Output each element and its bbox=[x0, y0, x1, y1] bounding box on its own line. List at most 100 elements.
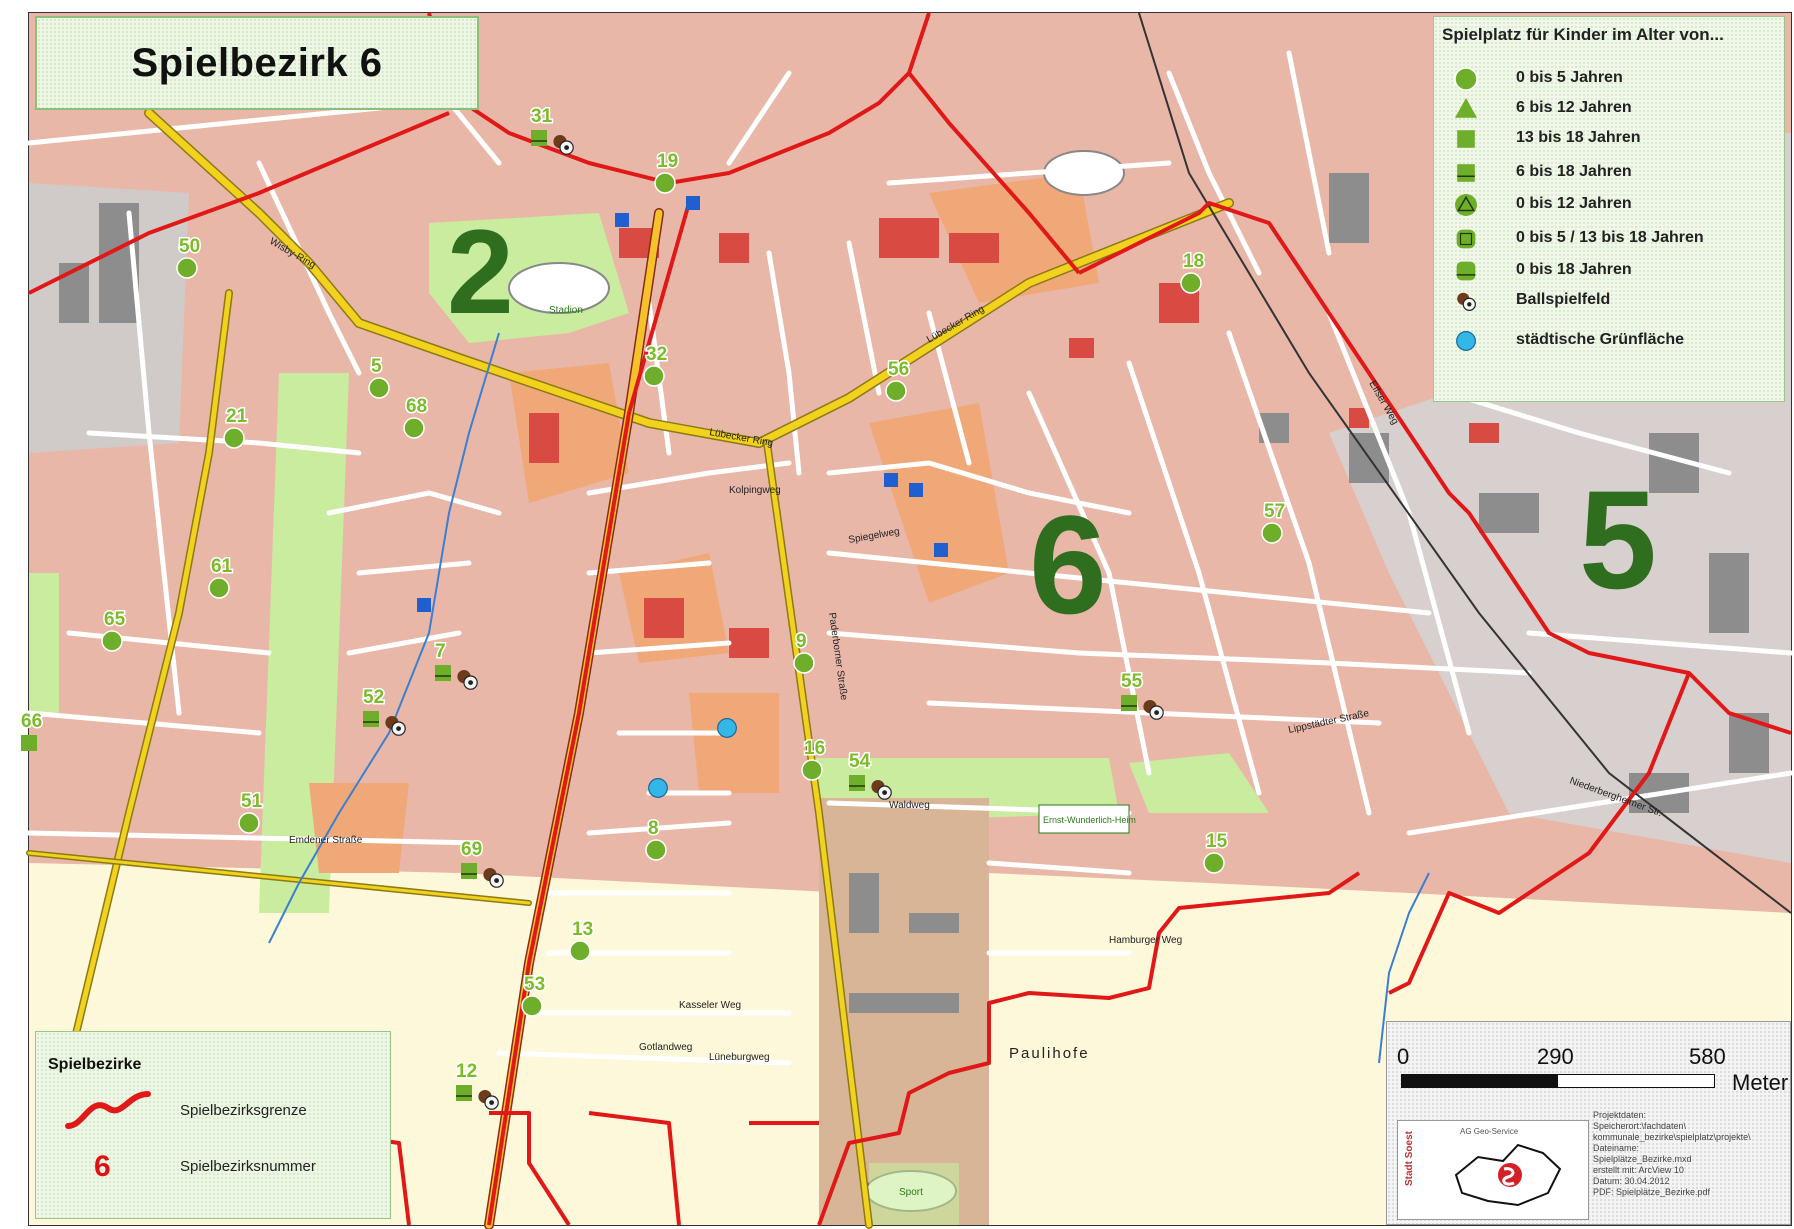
district-boundary bbox=[427, 12, 931, 185]
boundary-legend-label: Spielbezirksgrenze bbox=[180, 1102, 307, 1119]
triangle-legend-icon bbox=[1455, 98, 1477, 118]
district-number-sample: 6 bbox=[94, 1150, 111, 1183]
circle-square-legend-icon bbox=[1456, 229, 1476, 249]
public-buildings bbox=[529, 218, 1499, 658]
playground-number: 5 bbox=[371, 356, 382, 377]
legend-row: städtische Grünfläche bbox=[1434, 323, 1786, 357]
district-boundary bbox=[907, 71, 1081, 275]
playground-number: 69 bbox=[461, 839, 482, 860]
playground-marker[interactable] bbox=[1121, 695, 1164, 720]
playground-layer: 3119501832565682157616597555266165451815… bbox=[20, 105, 1287, 1110]
playground-marker[interactable] bbox=[101, 630, 123, 652]
playground-number: 55 bbox=[1121, 671, 1143, 692]
project-info-line: kommunale_bezirke\spielplatz\projekte\ bbox=[1593, 1132, 1751, 1142]
playground-legend: Spielplatz für Kinder im Alter von... 0 … bbox=[1433, 16, 1785, 402]
playground-marker[interactable] bbox=[801, 759, 823, 781]
playground-number: 19 bbox=[657, 151, 678, 172]
city-green-marker[interactable] bbox=[648, 778, 668, 798]
street-label: Gotlandweg bbox=[639, 1042, 692, 1053]
place-label-sport: Sport bbox=[899, 1187, 923, 1198]
institution-area bbox=[689, 693, 779, 793]
playground-marker[interactable] bbox=[176, 257, 198, 279]
district-boundaries bbox=[28, 12, 1792, 1227]
playground-marker[interactable] bbox=[403, 417, 425, 439]
playground-marker[interactable] bbox=[456, 1085, 499, 1110]
legend-row: 6 bis 18 Jahren bbox=[1434, 155, 1786, 189]
playground-number: 61 bbox=[211, 556, 233, 577]
playground-marker[interactable] bbox=[238, 812, 260, 834]
playground-marker[interactable] bbox=[793, 652, 815, 674]
playground-number: 18 bbox=[1183, 251, 1204, 272]
playground-marker[interactable] bbox=[368, 377, 390, 399]
playground-number: 7 bbox=[435, 641, 446, 662]
playground-marker[interactable] bbox=[223, 427, 245, 449]
map-canvas[interactable]: 2 6 5 Paulihofe Sport Stadion Ernst-Wund… bbox=[20, 12, 1794, 1229]
playground-number: 31 bbox=[531, 106, 553, 127]
legend-label: 0 bis 5 Jahren bbox=[1516, 69, 1623, 86]
playground-marker[interactable] bbox=[461, 863, 504, 888]
place-label-ernst: Ernst-Wunderlich-Heim bbox=[1043, 815, 1136, 825]
playground-marker[interactable] bbox=[645, 839, 667, 861]
boundary-line-icon bbox=[65, 1091, 151, 1129]
playground-number: 50 bbox=[179, 236, 200, 257]
playground-number: 13 bbox=[572, 919, 593, 940]
railway bbox=[1138, 12, 1792, 914]
district-boundary bbox=[1388, 672, 1691, 995]
zone-number-5: 5 bbox=[1579, 461, 1657, 618]
project-info-line: Projektdaten: bbox=[1593, 1110, 1647, 1120]
street-label: Spiegelweg bbox=[848, 526, 901, 546]
legend-row: 0 bis 5 / 13 bis 18 Jahren bbox=[1434, 221, 1786, 255]
stadium-track bbox=[508, 262, 610, 314]
legend-row: 0 bis 12 Jahren bbox=[1434, 187, 1786, 221]
legend-row: 13 bis 18 Jahren bbox=[1434, 121, 1786, 155]
legend-label: Ballspielfeld bbox=[1516, 291, 1611, 308]
playground-marker[interactable] bbox=[21, 735, 37, 751]
legend-row: 0 bis 5 Jahren bbox=[1434, 61, 1786, 95]
sport-ground-field bbox=[869, 1163, 959, 1225]
playground-number: 66 bbox=[21, 711, 42, 732]
district-boundary bbox=[487, 202, 691, 1226]
playground-marker[interactable] bbox=[885, 380, 907, 402]
legend-label: städtische Grünfläche bbox=[1516, 331, 1685, 348]
project-info-line: Dateiname: bbox=[1593, 1143, 1640, 1153]
playground-marker[interactable] bbox=[435, 665, 478, 690]
project-info-line: Datum: 30.04.2012 bbox=[1593, 1176, 1670, 1186]
legend-label: 0 bis 18 Jahren bbox=[1516, 261, 1632, 278]
river bbox=[1378, 872, 1430, 1064]
playground-marker[interactable] bbox=[531, 130, 574, 155]
scale-bar bbox=[1401, 1074, 1715, 1088]
city-green-marker[interactable] bbox=[717, 718, 737, 738]
playground-marker[interactable] bbox=[569, 940, 591, 962]
ball-icon-legend-icon bbox=[1457, 292, 1476, 311]
playground-marker[interactable] bbox=[521, 995, 543, 1017]
rounded-square-lined-legend-icon bbox=[1456, 261, 1476, 281]
project-info-line: Spielplätze_Bezirke.mxd bbox=[1593, 1154, 1692, 1164]
playground-number: 16 bbox=[804, 738, 825, 759]
map-title: Spielbezirk 6 bbox=[131, 40, 383, 85]
legend-label: 6 bis 18 Jahren bbox=[1516, 163, 1632, 180]
district-boundary bbox=[588, 1111, 681, 1226]
street-label: Lübecker Ring bbox=[708, 427, 773, 449]
playground-marker[interactable] bbox=[654, 172, 676, 194]
project-info-line: erstellt mit: ArcView 10 bbox=[1593, 1165, 1684, 1175]
legend-row: 6 bis 12 Jahren bbox=[1434, 91, 1786, 125]
project-info: Projektdaten: Speicherort:\fachdaten\ ko… bbox=[1593, 1110, 1785, 1198]
legend-label: 13 bis 18 Jahren bbox=[1516, 129, 1641, 146]
district-boundary bbox=[28, 111, 450, 295]
scale-tick-290: 290 bbox=[1537, 1044, 1574, 1069]
playground-marker[interactable] bbox=[208, 577, 230, 599]
logo-brand-text: Stadt Soest bbox=[1404, 1131, 1415, 1187]
playground-marker[interactable] bbox=[363, 711, 406, 736]
playground-number: 21 bbox=[226, 406, 248, 427]
playground-marker[interactable] bbox=[849, 775, 892, 800]
playground-number: 65 bbox=[104, 609, 126, 630]
city-logo: Stadt Soest AG Geo-Service bbox=[1397, 1120, 1589, 1220]
playground-marker[interactable] bbox=[643, 365, 665, 387]
playground-marker[interactable] bbox=[1180, 272, 1202, 294]
map-title-box: Spielbezirk 6 bbox=[35, 16, 479, 110]
playground-number: 57 bbox=[1264, 501, 1285, 522]
playground-marker[interactable] bbox=[1203, 852, 1225, 874]
major-road bbox=[145, 109, 1233, 447]
legend-label: 6 bis 12 Jahren bbox=[1516, 99, 1632, 116]
playground-marker[interactable] bbox=[1261, 522, 1283, 544]
